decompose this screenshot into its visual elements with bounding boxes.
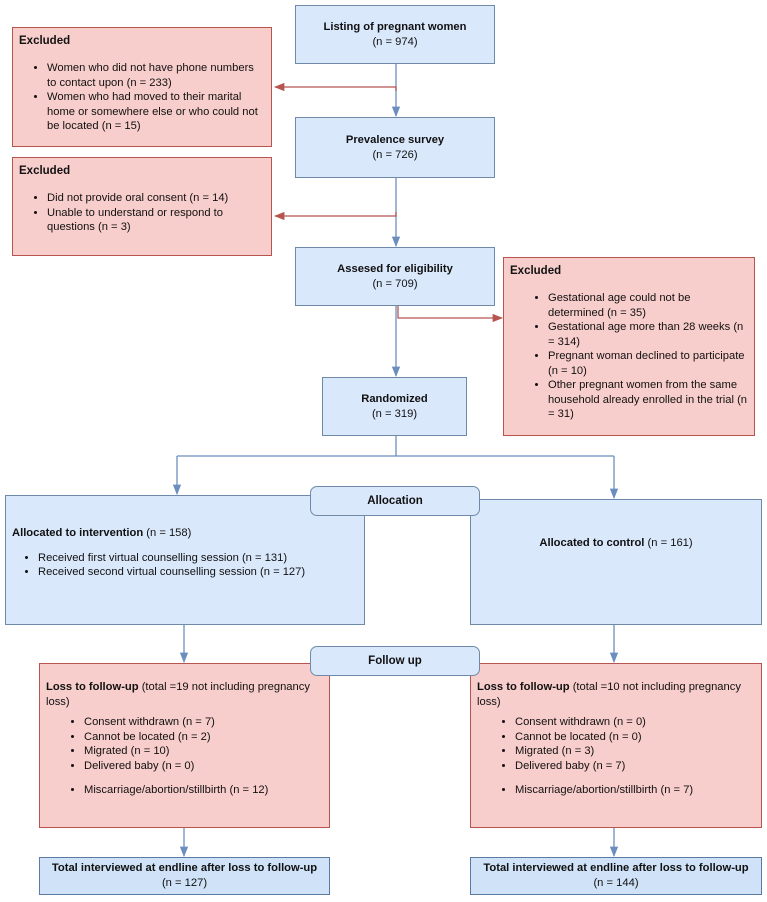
intervention-box: Allocated to intervention (n = 158) Rece… (5, 495, 365, 625)
endline-box-intervention: Total interviewed at endline after loss … (39, 857, 330, 895)
excluded-title-1: Excluded (19, 35, 71, 47)
excluded-list-1: Women who did not have phone numbers to … (19, 61, 265, 134)
eligibility-title: Assesed for eligibility (337, 262, 453, 275)
list-item: Women who had moved to their marital hom… (47, 90, 265, 134)
control-count: (n = 161) (644, 537, 693, 549)
list-item: Cannot be located (n = 0) (515, 730, 755, 745)
list-item: Women who did not have phone numbers to … (47, 61, 265, 90)
loss-title-intervention: Loss to follow-up (46, 681, 139, 693)
endline-count-control: (n = 144) (593, 877, 639, 889)
endline-box-control: Total interviewed at endline after loss … (470, 857, 762, 895)
loss-heading-control: Loss to follow-up (total =10 not includi… (477, 680, 755, 709)
list-item: Delivered baby (n = 7) (515, 759, 755, 774)
followup-label: Follow up (310, 646, 480, 676)
excluded-box-2: Excluded Did not provide oral consent (n… (12, 157, 272, 256)
loss-box-control: Loss to follow-up (total =10 not includi… (470, 663, 762, 828)
loss-box-intervention: Loss to follow-up (total =19 not includi… (39, 663, 330, 828)
list-item: Other pregnant women from the same house… (548, 378, 748, 422)
listing-title: Listing of pregnant women (323, 20, 467, 33)
loss-title-control: Loss to follow-up (477, 681, 570, 693)
list-item: Consent withdrawn (n = 0) (515, 715, 755, 730)
endline-title-control: Total interviewed at endline after loss … (483, 862, 749, 875)
control-heading: Allocated to control (n = 161) (539, 536, 692, 551)
excluded-list-3: Gestational age could not be determined … (510, 291, 748, 422)
control-title: Allocated to control (539, 537, 645, 549)
endline-title-intervention: Total interviewed at endline after loss … (51, 862, 318, 875)
control-box: Allocated to control (n = 161) (470, 499, 762, 625)
excluded-list-2: Did not provide oral consent (n = 14) Un… (19, 191, 265, 235)
listing-box: Listing of pregnant women (n = 974) (295, 5, 495, 64)
loss-extra-list-control: Miscarriage/abortion/stillbirth (n = 7) (477, 783, 755, 798)
listing-count: (n = 974) (372, 35, 418, 48)
intervention-heading: Allocated to intervention (n = 158) (12, 526, 358, 541)
endline-count-intervention: (n = 127) (161, 877, 208, 889)
list-item: Gestational age could not be determined … (548, 291, 748, 320)
intervention-list: Received first virtual counselling sessi… (12, 551, 358, 580)
list-item: Consent withdrawn (n = 7) (84, 715, 323, 730)
intervention-count: (n = 158) (143, 527, 192, 539)
intervention-title: Allocated to intervention (12, 527, 144, 539)
excluded-box-3: Excluded Gestational age could not be de… (503, 257, 755, 436)
list-item: Received first virtual counselling sessi… (38, 551, 358, 566)
list-item: Gestational age more than 28 weeks (n = … (548, 320, 748, 349)
excluded-box-1: Excluded Women who did not have phone nu… (12, 27, 272, 147)
loss-subtitle-intervention: (total =19 not including pregnancy loss) (46, 681, 310, 708)
randomized-box: Randomized (n = 319) (322, 377, 467, 436)
randomized-count: (n = 319) (371, 407, 418, 420)
list-item: Received second virtual counselling sess… (38, 565, 358, 580)
loss-list-intervention: Consent withdrawn (n = 7) Cannot be loca… (46, 715, 323, 773)
eligibility-box: Assesed for eligibility (n = 709) (295, 247, 495, 306)
list-item: Did not provide oral consent (n = 14) (47, 191, 265, 206)
list-item: Delivered baby (n = 0) (84, 759, 323, 774)
allocation-label: Allocation (310, 486, 480, 516)
loss-list-control: Consent withdrawn (n = 0) Cannot be loca… (477, 715, 755, 773)
list-item: Cannot be located (n = 2) (84, 730, 323, 745)
prevalence-title: Prevalence survey (345, 133, 445, 146)
loss-subtitle-control: (total =10 not including pregnancy loss) (477, 681, 741, 708)
list-item: Pregnant woman declined to participate (… (548, 349, 748, 378)
list-item: Miscarriage/abortion/stillbirth (n = 12) (84, 783, 323, 798)
list-item: Migrated (n = 10) (84, 744, 323, 759)
randomized-title: Randomized (361, 392, 428, 405)
prevalence-box: Prevalence survey (n = 726) (295, 117, 495, 178)
eligibility-count: (n = 709) (372, 277, 418, 290)
prevalence-count: (n = 726) (372, 148, 418, 161)
excluded-title-3: Excluded (510, 265, 562, 277)
list-item: Unable to understand or respond to quest… (47, 206, 265, 235)
loss-heading-intervention: Loss to follow-up (total =19 not includi… (46, 680, 323, 709)
list-item: Miscarriage/abortion/stillbirth (n = 7) (515, 783, 755, 798)
loss-extra-list-intervention: Miscarriage/abortion/stillbirth (n = 12) (46, 783, 323, 798)
list-item: Migrated (n = 3) (515, 744, 755, 759)
excluded-title-2: Excluded (19, 165, 71, 177)
